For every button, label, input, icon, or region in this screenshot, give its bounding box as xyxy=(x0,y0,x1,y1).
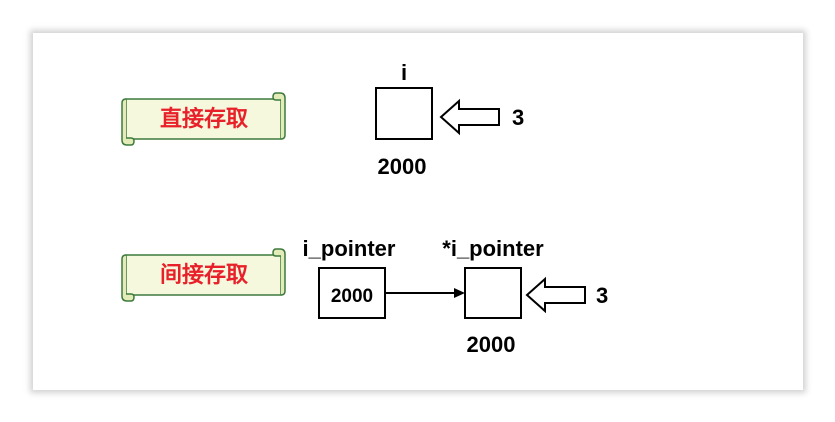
pointer-cell xyxy=(318,267,386,319)
target-cell xyxy=(464,267,522,319)
hollow-arrow-indirect xyxy=(525,276,586,314)
var-name-i: i xyxy=(401,60,407,85)
scroll-banner-indirect: 间接存取 xyxy=(121,248,286,302)
address-i: 2000 xyxy=(378,154,427,179)
pointer-arrowhead xyxy=(454,288,465,298)
value-direct: 3 xyxy=(512,105,524,130)
direct-access-label: 直接存取 xyxy=(160,106,248,132)
memory-cell-i xyxy=(375,87,433,140)
hollow-arrow-direct xyxy=(439,98,500,136)
scroll-banner-direct: 直接存取 xyxy=(121,92,286,146)
pointer-name: i_pointer xyxy=(303,236,396,261)
target-address: 2000 xyxy=(467,332,516,357)
pointer-value: 2000 xyxy=(331,286,373,307)
indirect-access-label: 间接存取 xyxy=(160,262,248,288)
target-name: *i_pointer xyxy=(442,236,544,261)
value-indirect: 3 xyxy=(596,283,608,308)
